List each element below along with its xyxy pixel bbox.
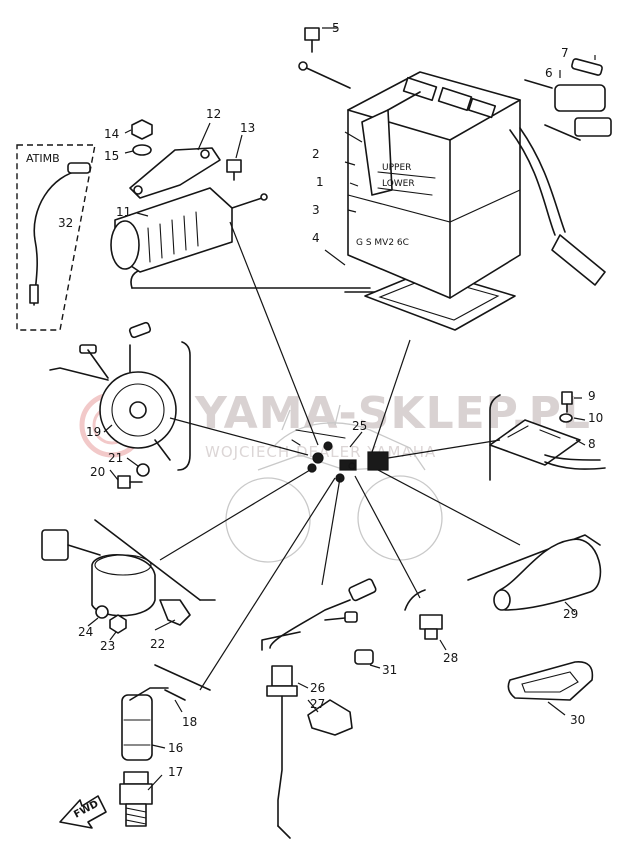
callout-15: 15	[104, 149, 119, 163]
washer-15	[132, 144, 152, 156]
bolt-5	[304, 27, 320, 41]
callout-12: 12	[206, 107, 221, 121]
callout-18: 18	[182, 715, 197, 729]
callout-8: 8	[588, 437, 596, 451]
callout-20: 20	[90, 465, 105, 479]
bracket-27	[307, 699, 353, 736]
spark-plug-assembly: FWD	[59, 664, 211, 829]
atimb-label: ATIMB	[26, 152, 60, 165]
callout-7: 7	[561, 46, 569, 60]
callout-32: 32	[58, 216, 73, 230]
callout-25: 25	[352, 419, 367, 433]
callout-22: 22	[150, 637, 165, 651]
callout-4: 4	[312, 231, 320, 245]
callout-3: 3	[312, 203, 320, 217]
relay-connector	[367, 451, 389, 471]
drain-plug	[419, 614, 443, 630]
key	[159, 599, 191, 626]
callout-16: 16	[168, 741, 183, 755]
battery-model-label: G S MV2 6C	[356, 238, 409, 248]
callout-11: 11	[116, 205, 131, 219]
callout-1: 1	[316, 175, 324, 189]
callout-19: 19	[86, 425, 101, 439]
nut-14	[131, 119, 153, 140]
callout-6: 6	[545, 66, 553, 80]
callout-14: 14	[104, 127, 119, 141]
fuse	[571, 58, 603, 76]
washer-10	[559, 413, 573, 423]
breather-pipe	[509, 129, 556, 236]
battery-lower-label: LOWER	[382, 179, 415, 189]
bolt-9	[561, 391, 573, 405]
callout-30: 30	[570, 713, 585, 727]
callout-17: 17	[168, 765, 183, 779]
battery-assembly: UPPER LOWER G S MV2 6C	[298, 27, 612, 331]
main-switch-assembly	[41, 519, 216, 641]
battery-upper-label: UPPER	[382, 163, 411, 173]
callout-10: 10	[588, 411, 603, 425]
rubber-boot	[499, 538, 602, 611]
connector-31	[354, 649, 374, 665]
relay-assembly	[489, 391, 606, 481]
screw-13	[226, 159, 242, 173]
battery	[347, 71, 521, 299]
horn-assembly	[49, 321, 191, 489]
neutral-switch	[271, 665, 293, 687]
lead-wire-32	[33, 169, 83, 306]
callout-2: 2	[312, 147, 320, 161]
callout-27: 27	[310, 697, 325, 711]
drain-plug-assembly	[404, 589, 447, 651]
switch-connector	[41, 529, 69, 561]
callout-numbers: 5 7 6 2 1 3 4 12 13 14 15 11 32 19 21 20…	[58, 21, 603, 779]
callout-13: 13	[240, 121, 255, 135]
cable-clamp	[507, 661, 594, 701]
callout-26: 26	[310, 681, 325, 695]
fwd-arrow-icon	[59, 795, 107, 829]
callout-28: 28	[443, 651, 458, 665]
atimb-box: ATIMB	[16, 144, 96, 331]
starter-motor-assembly	[110, 119, 371, 289]
clamp-assembly	[507, 661, 594, 716]
connection-hub	[159, 221, 521, 691]
washer-24	[95, 605, 109, 619]
nut-23	[109, 614, 127, 634]
cable-assembly	[261, 578, 381, 839]
callout-9: 9	[588, 389, 596, 403]
callout-31: 31	[382, 663, 397, 677]
callout-21: 21	[108, 451, 123, 465]
relay	[489, 419, 581, 466]
spark-plug	[119, 783, 153, 805]
screw-20	[117, 475, 131, 489]
boot-assembly	[467, 534, 602, 613]
callout-29: 29	[563, 607, 578, 621]
battery-lead-positive	[299, 64, 351, 89]
callout-23: 23	[100, 639, 115, 653]
callout-5: 5	[332, 21, 340, 35]
motor-bracket	[129, 147, 221, 199]
washer-21	[136, 463, 150, 477]
callout-24: 24	[78, 625, 93, 639]
fuse-holder	[554, 84, 606, 112]
plug-cap	[121, 694, 153, 761]
